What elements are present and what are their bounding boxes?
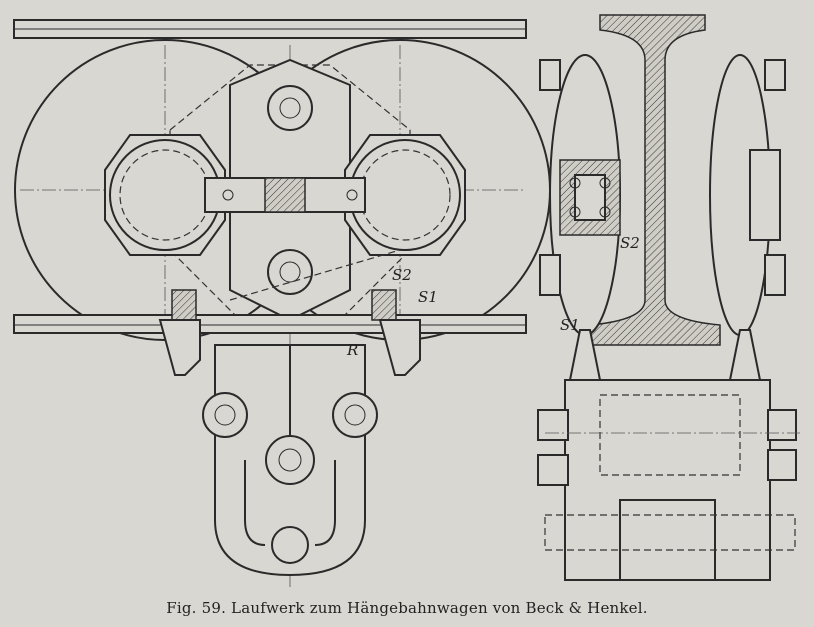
front-view: S2 S1 R: [13, 19, 551, 590]
upper-bolt: [267, 85, 313, 131]
label-r: R: [346, 341, 358, 359]
guide-rollers: [158, 289, 421, 376]
label-s1: S1: [418, 288, 438, 306]
label-s2: S2: [392, 266, 412, 284]
technical-drawing: S2 S1 R: [13, 14, 800, 590]
side-bolts: [539, 59, 786, 296]
i-beam: [589, 14, 721, 346]
lower-block: [537, 379, 800, 581]
side-label-s1: S1: [560, 316, 580, 334]
wheel-right-side: [709, 54, 781, 336]
force-line-s2: [229, 249, 401, 301]
axle-bar: [204, 177, 366, 213]
side-view: S2 S1: [537, 14, 800, 581]
lower-rail: [13, 314, 527, 334]
middle-bolt: [267, 249, 313, 295]
figure-caption: Fig. 59. Laufwerk zum Hängebahnwagen von…: [166, 599, 648, 617]
side-label-s2: S2: [620, 234, 640, 252]
hub-right: [344, 134, 466, 256]
upper-rail: [13, 19, 527, 39]
hanger-bolts: [202, 392, 378, 485]
